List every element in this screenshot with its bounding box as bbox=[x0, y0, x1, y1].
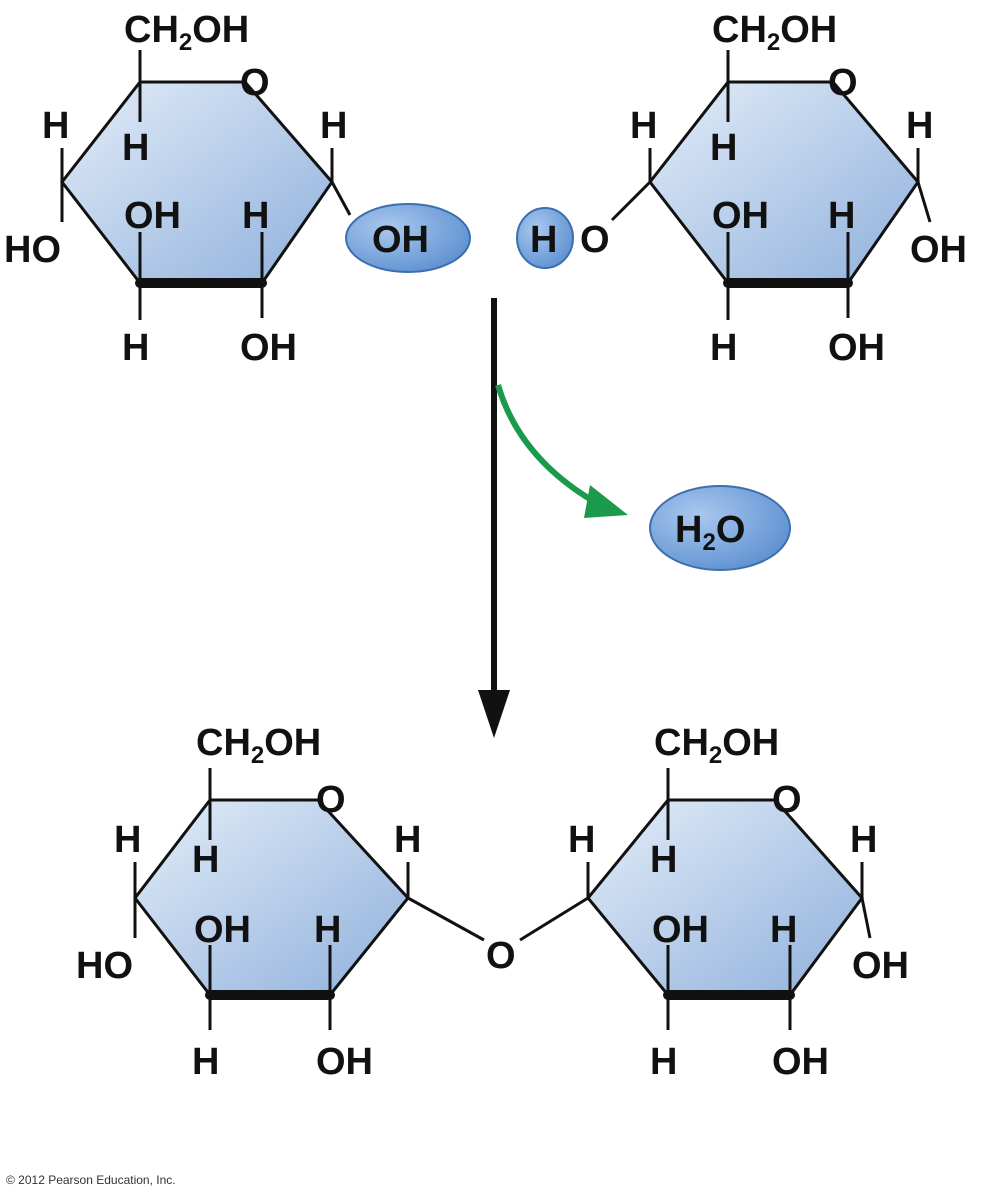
hydrogen-label: H bbox=[906, 105, 933, 147]
hydroxyl-bubble-label: OH bbox=[372, 219, 429, 261]
hydroxyl-label: OH bbox=[194, 909, 251, 951]
ch2oh-label: CH2OH bbox=[654, 722, 779, 769]
maltose-glucose-left: CH2OH O H H H OH H HO H OH bbox=[76, 722, 421, 1083]
water-release-arrow bbox=[495, 384, 628, 518]
hydroxyl-left-label: HO bbox=[76, 945, 133, 987]
ring-oxygen-label: O bbox=[772, 779, 802, 821]
hydroxyl-label: OH bbox=[712, 195, 769, 237]
hydrogen-label: H bbox=[710, 127, 737, 169]
glucose-ring bbox=[648, 80, 920, 285]
hydrogen-label: H bbox=[320, 105, 347, 147]
hydroxyl-label: OH bbox=[240, 327, 297, 369]
removed-hydrogen-bubble: H bbox=[516, 207, 574, 269]
ch2oh-label: CH2OH bbox=[196, 722, 321, 769]
ch2oh-label: CH2OH bbox=[712, 9, 837, 56]
hydrogen-label: H bbox=[710, 327, 737, 369]
hydrogen-bubble-label: H bbox=[530, 219, 557, 261]
arrow-right-icon bbox=[584, 485, 628, 518]
ring-oxygen-label: O bbox=[240, 62, 270, 104]
maltose-glucose-right: CH2OH O H H H OH H OH H OH bbox=[568, 722, 909, 1083]
hydroxyl-left-label: HO bbox=[4, 229, 61, 271]
hydroxyl-label: OH bbox=[124, 195, 181, 237]
water-molecule-bubble: H2O bbox=[649, 485, 791, 571]
hydrogen-label: H bbox=[242, 195, 269, 237]
water-label: H2O bbox=[675, 509, 745, 556]
removed-hydroxyl-bubble: OH bbox=[345, 203, 471, 273]
glucose-ring bbox=[586, 798, 864, 997]
hydrogen-label: H bbox=[828, 195, 855, 237]
hydrogen-label: H bbox=[850, 819, 877, 861]
arrow-down-icon bbox=[478, 690, 510, 738]
hydrogen-label: H bbox=[122, 327, 149, 369]
hydrogen-label: H bbox=[650, 1041, 677, 1083]
hydroxyl-oxygen-label: O bbox=[580, 219, 610, 261]
ch2oh-label: CH2OH bbox=[124, 9, 249, 56]
ring-oxygen-label: O bbox=[316, 779, 346, 821]
hydroxyl-label: OH bbox=[316, 1041, 373, 1083]
hydroxyl-label: OH bbox=[910, 229, 967, 271]
hydrogen-label: H bbox=[192, 839, 219, 881]
glycosidic-linkage: O bbox=[407, 896, 589, 977]
copyright-credit: © 2012 Pearson Education, Inc. bbox=[6, 1173, 176, 1187]
hydroxyl-label: OH bbox=[652, 909, 709, 951]
hydroxyl-label: OH bbox=[852, 945, 909, 987]
glucose-top-right: CH2OH O H H H OH H O OH H OH bbox=[580, 9, 967, 369]
hydrogen-label: H bbox=[650, 839, 677, 881]
hydrogen-label: H bbox=[122, 127, 149, 169]
hydroxyl-label: OH bbox=[772, 1041, 829, 1083]
glucose-ring bbox=[60, 80, 334, 285]
ring-oxygen-label: O bbox=[828, 62, 858, 104]
glucose-ring bbox=[133, 798, 410, 997]
hydrogen-label: H bbox=[192, 1041, 219, 1083]
hydrogen-label: H bbox=[114, 819, 141, 861]
bridge-oxygen-label: O bbox=[486, 935, 516, 977]
hydroxyl-label: OH bbox=[828, 327, 885, 369]
hydrogen-label: H bbox=[770, 909, 797, 951]
hydrogen-label: H bbox=[394, 819, 421, 861]
hydrogen-label: H bbox=[568, 819, 595, 861]
reaction-arrow bbox=[478, 298, 510, 738]
glucose-top-left: CH2OH O H H H OH H HO H OH bbox=[4, 9, 352, 369]
hydrogen-label: H bbox=[630, 105, 657, 147]
hydrogen-label: H bbox=[314, 909, 341, 951]
hydrogen-label: H bbox=[42, 105, 69, 147]
